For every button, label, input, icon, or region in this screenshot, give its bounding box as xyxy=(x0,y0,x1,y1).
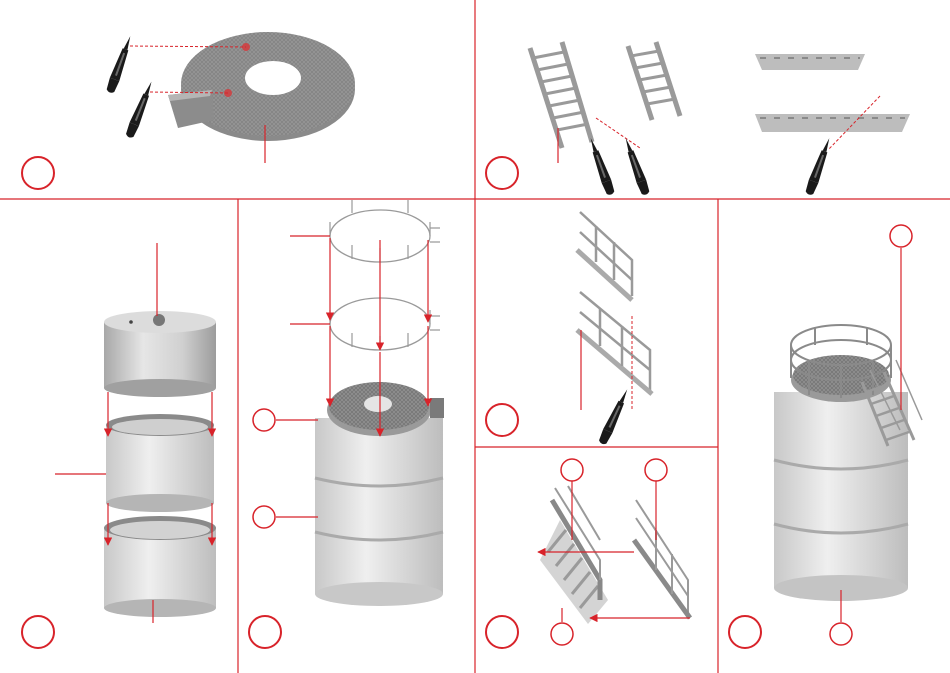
step-number-circle-icon xyxy=(561,459,583,481)
railing-piece-lower xyxy=(577,292,652,394)
step-number-circle-icon xyxy=(830,623,852,645)
step-number-circle-icon xyxy=(253,409,275,431)
panel-ladders-rails xyxy=(486,42,910,196)
step-number-circle-icon xyxy=(22,616,54,648)
railing-ring-bottom xyxy=(330,298,440,350)
glue-guide-line xyxy=(596,118,640,148)
glue-tube-icon xyxy=(804,136,834,196)
rail-top xyxy=(755,54,865,70)
tank-middle-ring xyxy=(106,414,214,512)
panel-completed-tank xyxy=(729,225,922,648)
panel-railing-pieces xyxy=(486,212,652,446)
step-number-circle-icon xyxy=(249,616,281,648)
ladder-long xyxy=(530,42,592,148)
step-number-circle-icon xyxy=(486,404,518,436)
panel-ladder-assembly xyxy=(486,459,690,648)
glue-tube-icon xyxy=(124,80,156,139)
glue-tube-icon xyxy=(105,34,135,94)
panel-platform-disc xyxy=(22,32,355,189)
railing-ring-top xyxy=(330,200,440,262)
step-number-circle-icon xyxy=(551,623,573,645)
side-rail xyxy=(634,500,690,618)
step-number-circle-icon xyxy=(253,506,275,528)
ladder-short xyxy=(628,42,680,120)
glue-tube-icon xyxy=(621,136,651,196)
panel-tank-railings xyxy=(249,200,444,648)
step-number-circle-icon xyxy=(486,616,518,648)
glue-tube-icon xyxy=(597,387,631,446)
tank-top-cap xyxy=(104,311,216,397)
assembly-arrows xyxy=(538,481,690,622)
glue-tube-icon xyxy=(586,136,616,196)
step-number-circle-icon xyxy=(22,157,54,189)
tank-bottom-ring xyxy=(104,516,216,617)
step-number-circle-icon xyxy=(729,616,761,648)
ladder-with-rails xyxy=(540,486,608,624)
rail-bottom xyxy=(755,114,910,132)
completed-tank xyxy=(774,325,922,601)
step-number-circle-icon xyxy=(645,459,667,481)
step-number-circle-icon xyxy=(890,225,912,247)
platform-disc xyxy=(168,32,355,141)
step-number-circle-icon xyxy=(486,157,518,189)
panel-tank-rings xyxy=(22,243,216,648)
railing-piece-upper xyxy=(577,212,632,300)
